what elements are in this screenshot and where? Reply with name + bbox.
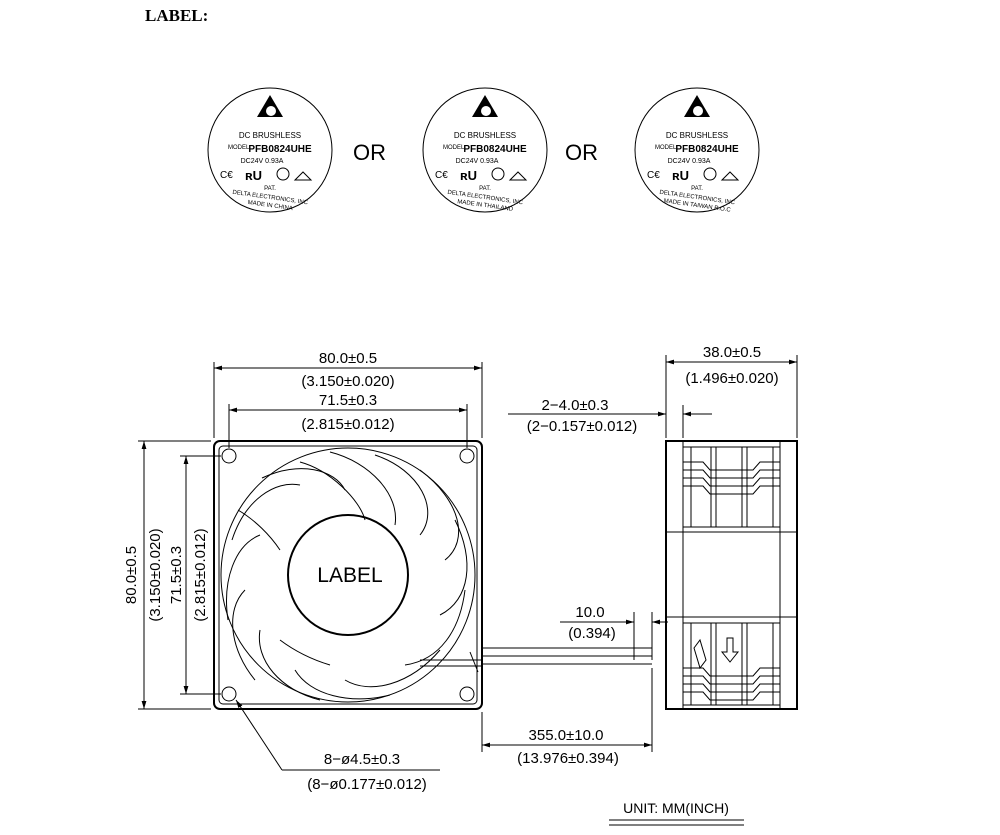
delta-logo-icon — [684, 95, 710, 117]
dim-strip-in: (0.394) — [568, 625, 616, 642]
unit-note: UNIT: MM(INCH) — [623, 800, 729, 816]
dim-hole-pitch-mm: 71.5±0.3 — [319, 392, 377, 409]
dim-lead-in: (13.976±0.394) — [517, 750, 619, 767]
dim-depth-in: (1.496±0.020) — [685, 370, 778, 387]
svg-text:DC24V 0.93A: DC24V 0.93A — [241, 158, 284, 165]
svg-text:DC24V 0.93A: DC24V 0.93A — [668, 158, 711, 165]
or-text-2: OR — [565, 140, 598, 165]
dim-v-pitch-mm: 71.5±0.3 — [168, 546, 185, 604]
dim-hole-in: (8−ø0.177±0.012) — [307, 776, 427, 793]
fan-hub — [287, 514, 409, 636]
label-disc-china: DC BRUSHLESS MODEL PFB0824UHE DC24V 0.93… — [207, 87, 333, 213]
svg-text:PAT.: PAT. — [479, 186, 491, 192]
dim-flange-mm: 2−4.0±0.3 — [541, 397, 608, 414]
svg-text:PFB0824UHE: PFB0824UHE — [675, 144, 739, 155]
svg-text:DC BRUSHLESS: DC BRUSHLESS — [239, 131, 301, 140]
dim-hole-mm: 8−ø4.5±0.3 — [324, 751, 400, 768]
svg-text:DC24V 0.93A: DC24V 0.93A — [456, 158, 499, 165]
fan-blades — [226, 451, 468, 701]
delta-logo-icon — [472, 95, 498, 117]
svg-text:PFB0824UHE: PFB0824UHE — [463, 144, 527, 155]
fan-front-view: LABEL — [213, 440, 483, 710]
label-disc-taiwan: DC BRUSHLESS MODEL PFB0824UHE DC24V 0.93… — [634, 87, 760, 214]
label-disc-thailand: DC BRUSHLESS MODEL PFB0824UHE DC24V 0.93… — [422, 87, 548, 213]
svg-text:PAT.: PAT. — [264, 186, 276, 192]
tuv-mark-icon — [720, 171, 740, 181]
dim-depth-mm: 38.0±0.5 — [703, 344, 761, 361]
svg-text:PAT.: PAT. — [691, 186, 703, 192]
mounting-hole — [459, 448, 475, 464]
svg-text:PFB0824UHE: PFB0824UHE — [248, 144, 312, 155]
svg-text:DC BRUSHLESS: DC BRUSHLESS — [666, 131, 728, 140]
dim-flange-in: (2−0.157±0.012) — [527, 418, 637, 435]
or-text-1: OR — [353, 140, 386, 165]
mounting-hole — [459, 686, 475, 702]
rotation-arrow-icon — [693, 638, 707, 670]
fan-side-view — [665, 440, 798, 710]
tuv-mark-icon — [508, 171, 528, 181]
mounting-hole — [221, 686, 237, 702]
dim-height-in: (3.150±0.020) — [147, 528, 164, 621]
label-heading: LABEL: — [145, 6, 208, 25]
dim-height-mm: 80.0±0.5 — [123, 546, 140, 604]
tuv-mark-icon — [293, 171, 313, 181]
ul-mark-icon: ʀU — [672, 168, 689, 183]
svg-text:MODEL: MODEL — [443, 145, 465, 151]
svg-text:MODEL: MODEL — [228, 145, 250, 151]
mounting-hole — [221, 448, 237, 464]
dim-width-in: (3.150±0.020) — [301, 373, 394, 390]
dim-v-pitch-in: (2.815±0.012) — [192, 528, 209, 621]
dim-strip-mm: 10.0 — [575, 604, 604, 621]
dim-lead-mm: 355.0±10.0 — [529, 727, 604, 744]
dim-hole-pitch-in: (2.815±0.012) — [301, 416, 394, 433]
delta-logo-icon — [257, 95, 283, 117]
ce-mark-icon: C€ — [435, 170, 448, 181]
dimension-lines — [138, 355, 798, 771]
airflow-arrow-icon — [720, 637, 740, 663]
ce-mark-icon: C€ — [220, 170, 233, 181]
hub-label-text: LABEL — [317, 564, 382, 587]
dim-width-mm: 80.0±0.5 — [319, 350, 377, 367]
ul-mark-icon: ʀU — [245, 168, 262, 183]
lead-wires — [482, 647, 652, 665]
ce-mark-icon: C€ — [647, 170, 660, 181]
ul-mark-icon: ʀU — [460, 168, 477, 183]
svg-text:DC BRUSHLESS: DC BRUSHLESS — [454, 131, 516, 140]
svg-text:MODEL: MODEL — [655, 145, 677, 151]
